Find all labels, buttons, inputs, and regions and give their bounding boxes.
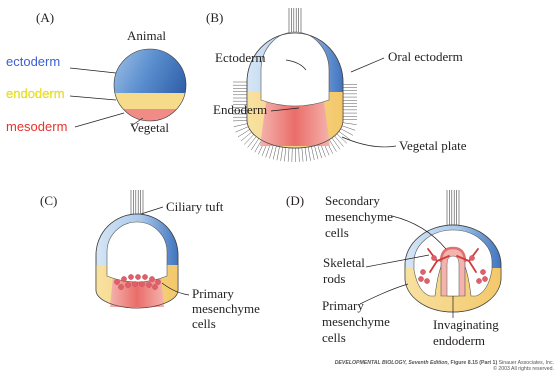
ciliary-tuft-d xyxy=(447,190,459,226)
oral-ectoderm-label: Oral ectoderm xyxy=(388,49,463,64)
panel-a-letter: (A) xyxy=(36,10,54,25)
cilium xyxy=(281,147,283,161)
primary-mesenchyme-c-label: Primary mesenchyme cells xyxy=(192,286,263,331)
panel-c: (C) Ciliary tuft Primary mesenchyme cell… xyxy=(40,190,263,331)
ciliary-tuft-b xyxy=(289,8,301,34)
panel-d-letter: (D) xyxy=(286,193,304,208)
credit-book: DEVELOPMENTAL BIOLOGY, Seventh Edition, xyxy=(335,360,449,366)
cilium xyxy=(302,148,303,162)
panel-c-letter: (C) xyxy=(40,193,57,208)
mesenchyme-cell xyxy=(114,279,119,284)
cilium xyxy=(288,148,289,162)
ciliary-tuft-leader xyxy=(141,207,163,214)
skeletal-rods-label: Skeletal rods xyxy=(323,255,368,286)
mesenchyme-cell xyxy=(125,282,130,287)
credit-rights: © 2003 All rights reserved. xyxy=(335,366,554,372)
vegetal-plate-leader xyxy=(342,137,396,147)
cilium xyxy=(305,147,307,161)
cilium xyxy=(343,123,357,125)
cilium xyxy=(244,134,254,144)
egg-sphere xyxy=(110,45,190,129)
cilium xyxy=(308,147,310,161)
mesenchyme-cell xyxy=(424,278,429,283)
cilium xyxy=(277,147,280,161)
mesenchyme-cell xyxy=(418,276,423,281)
mesenchyme-cell xyxy=(135,274,140,279)
mesenchyme-cell xyxy=(155,279,160,284)
panel-d: (D) Secondary mesenchyme cells xyxy=(286,190,502,348)
mesenchyme-cell xyxy=(476,278,481,283)
cilium xyxy=(269,145,273,158)
mesenchyme-cell xyxy=(420,269,425,274)
cilium xyxy=(241,132,252,141)
mesenchyme-cell xyxy=(139,281,144,286)
secondary-mesenchyme-label: Secondary mesenchyme cells xyxy=(325,193,396,240)
mesenchyme-cell xyxy=(149,276,154,281)
panel-b: (B) Ectoderm Oral ectoderm Endoderm Vege… xyxy=(206,8,467,162)
cilium xyxy=(314,146,318,160)
cilium xyxy=(342,126,355,131)
mesenchyme-cell xyxy=(431,255,436,260)
cilium xyxy=(273,146,276,160)
cilium xyxy=(248,137,257,148)
ectoderm-b-label: Ectoderm xyxy=(215,50,266,65)
ciliary-tuft-label: Ciliary tuft xyxy=(166,199,224,214)
mesenchyme-cell xyxy=(132,281,137,286)
primary-mesenchyme-d-leader xyxy=(360,284,408,304)
mesenchyme-cell xyxy=(121,276,126,281)
mesoderm-label: mesoderm xyxy=(6,119,67,134)
ectoderm-leader xyxy=(70,68,116,73)
cilium xyxy=(251,138,259,150)
ciliary-tuft-c xyxy=(131,190,143,215)
mesenchyme-cell xyxy=(146,282,151,287)
animal-label: Animal xyxy=(127,28,166,43)
mesenchyme-cell xyxy=(152,284,157,289)
blastula-c xyxy=(96,214,178,308)
cilium xyxy=(311,146,314,160)
panel-a: (A) Animal ectoderm endoderm mesoderm Ve… xyxy=(6,10,190,135)
cilium xyxy=(329,140,336,152)
mesenchyme-cell xyxy=(480,269,485,274)
endoderm-leader xyxy=(70,96,116,100)
credit-figure: Figure 8.15 (Part 1) xyxy=(450,360,497,366)
mesenchyme-cell xyxy=(118,284,123,289)
mesenchyme-cell xyxy=(142,274,147,279)
mesenchyme-cell xyxy=(128,274,133,279)
cilium xyxy=(255,140,262,152)
invaginating-endoderm-label: Invaginating endoderm xyxy=(433,317,502,348)
vegetal-label: Vegetal xyxy=(130,120,169,135)
primary-mesenchyme-d-label: Primary mesenchyme cells xyxy=(322,298,393,345)
cilium xyxy=(318,145,322,158)
figure-credit: DEVELOPMENTAL BIOLOGY, Seventh Edition, … xyxy=(335,360,554,372)
cilium xyxy=(233,120,247,121)
vegetal-plate-label: Vegetal plate xyxy=(399,138,467,153)
panel-b-letter: (B) xyxy=(206,10,223,25)
cilium xyxy=(332,138,340,149)
mesenchyme-cell xyxy=(482,276,487,281)
mesenchyme-cell xyxy=(469,255,474,260)
oral-ectoderm-leader xyxy=(351,58,384,72)
ectoderm-label: ectoderm xyxy=(6,54,60,69)
cilium xyxy=(334,136,343,147)
cilium xyxy=(299,148,300,162)
endoderm-label: endoderm xyxy=(6,86,65,101)
mesoderm-leader xyxy=(75,113,124,127)
cilium xyxy=(284,147,286,161)
endoderm-b-label: Endoderm xyxy=(213,102,267,117)
cilium xyxy=(234,124,248,127)
